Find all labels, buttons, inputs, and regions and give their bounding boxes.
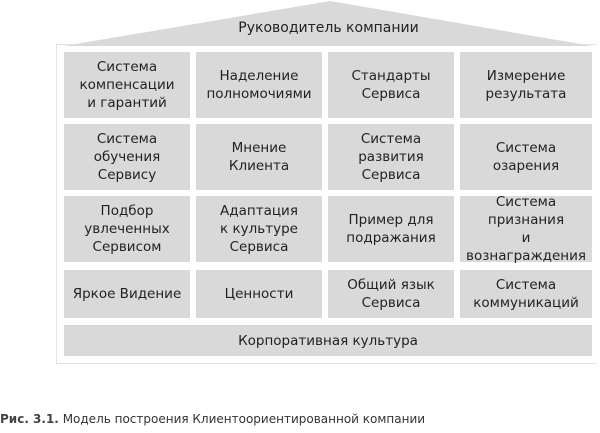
caption-text: Модель построения Клиентоориентированной…: [58, 412, 426, 426]
roof-shape: [64, 1, 592, 46]
pillar-block: Измерение результата: [460, 52, 592, 118]
pillar-block: Система коммуникаций: [460, 270, 592, 318]
pillar-block: Система озарения: [460, 124, 592, 190]
pillar-block: Стандарты Сервиса: [328, 52, 454, 118]
roof-label: Руководитель компании: [238, 20, 419, 36]
pillar-block: Подбор увлеченных Сервисом: [64, 196, 190, 262]
caption-label: Рис. 3.1.: [0, 412, 59, 426]
pillar-block: Система развития Сервиса: [328, 124, 454, 190]
pillar-block: Ценности: [196, 270, 322, 318]
figure-caption: Рис. 3.1. Модель построения Клиентоориен…: [0, 412, 425, 426]
pillar-block: Адаптация к культуре Сервиса: [196, 196, 322, 262]
pillar-block: Система признания и вознаграждения: [460, 194, 592, 264]
pillar-block: Общий язык Сервиса: [328, 270, 454, 318]
foundation-block: Корпоративная культура: [64, 325, 592, 356]
pillar-block: Мнение Клиента: [196, 124, 322, 190]
pillar-block: Яркое Видение: [64, 270, 190, 318]
pillar-block: Наделение полномочиями: [196, 52, 322, 118]
pillar-block: Система обучения Сервису: [64, 124, 190, 190]
pillar-block: Система компенсации и гарантий: [64, 52, 190, 118]
pillar-block: Пример для подражания: [328, 196, 454, 262]
